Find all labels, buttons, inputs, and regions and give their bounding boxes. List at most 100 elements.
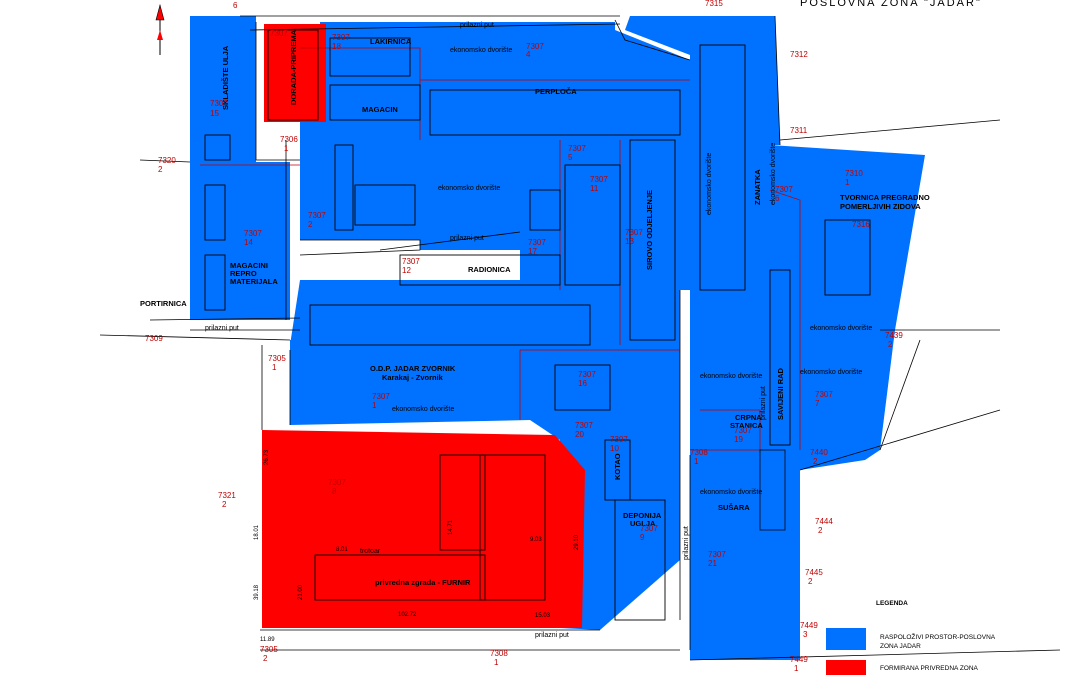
parcel-label: 11	[590, 184, 599, 193]
label-susara: SUŠARA	[718, 503, 750, 512]
parcel-label: 7307	[372, 392, 390, 401]
parcel-label: 7307	[402, 257, 420, 266]
label-deponija-2: UGLJA	[630, 519, 656, 528]
parcel-label: 7307	[575, 421, 593, 430]
parcel-label: 7316	[852, 220, 870, 229]
parcel-label: 15	[210, 109, 219, 118]
dimension-label: 39.18	[254, 584, 260, 600]
parcel-label: 7315	[705, 0, 723, 8]
legend: LEGENDA RASPOLOŽIVI PROSTOR-POSLOVNA ZON…	[826, 600, 996, 675]
parcel-label: 2	[222, 500, 227, 509]
label-magacin: MAGACIN	[362, 105, 398, 114]
legend-heading: LEGENDA	[876, 600, 908, 607]
parcel-label: 7444	[815, 517, 833, 526]
label-prilazni-put-right: prilazni put	[683, 526, 690, 560]
parcel-label: 2	[813, 457, 818, 466]
label-eko-6: ekonomsko dvorište	[700, 373, 762, 380]
parcel-label: 8	[332, 487, 337, 496]
parcel-label: 7307	[328, 478, 346, 487]
label-sirovo: SIROVO ODJELJENJE	[645, 190, 654, 270]
red-zone-areas	[262, 24, 585, 628]
parcel-label: 7306	[280, 135, 298, 144]
parcel-label: 7310	[845, 169, 863, 178]
parcel-label: 19	[734, 435, 743, 444]
dimension-label: 18.01	[254, 524, 260, 540]
parcel-label: 17	[528, 247, 537, 256]
parcel-label: 2	[808, 577, 813, 586]
parcel-label: 7	[815, 399, 820, 408]
parcel-label: 7307	[528, 238, 546, 247]
dimension-label: 29.10	[574, 534, 580, 550]
parcel-label: 1	[272, 363, 277, 372]
parcel-label: 18	[332, 42, 341, 51]
parcel-label: 5	[568, 153, 573, 162]
parcel-label: 1	[284, 144, 289, 153]
label-kotao: KOTAO	[613, 453, 622, 480]
label-savijeni-rad: SAVIJENI RAD	[776, 367, 785, 420]
parcel-label: 10	[610, 444, 619, 453]
label-skladiste-ulja: SKLADIŠTE ULJA	[221, 45, 230, 110]
north-arrow-icon	[155, 3, 165, 55]
parcel-label: 7307	[210, 99, 228, 108]
parcel-label: 1	[794, 664, 799, 673]
parcel-label: 7449	[790, 655, 808, 664]
label-eko-3: ekonomsko dvorište	[392, 406, 454, 413]
parcel-label: 7307	[308, 211, 326, 220]
label-eko-4: ekonomsko dvorište	[810, 325, 872, 332]
dimension-label: 26.73	[264, 449, 270, 465]
legend-blue-label-2: ZONA JADAR	[880, 643, 921, 650]
label-tvornica-1: TVORNICA PREGRADNO	[840, 193, 930, 202]
label-eko-1: ekonomsko dvorište	[450, 47, 512, 54]
parcel-label: 7307	[332, 33, 350, 42]
label-deponija-1: DEPONIJA	[623, 511, 662, 520]
parcel-label: 7307	[270, 29, 288, 38]
parcel-label: 9	[640, 533, 645, 542]
parcel-label: 7307	[568, 144, 586, 153]
label-eko-2: ekonomsko dvorište	[438, 185, 500, 192]
parcel-label: 7309	[145, 334, 163, 343]
building-labels: SKLADIŠTE ULJA LAKIRNICA PERPLOČA MAGACI…	[140, 29, 930, 587]
label-eko-9: ekonomsko dvorište	[770, 143, 777, 205]
parcel-label: 2	[263, 654, 268, 663]
parcel-label: 7307	[775, 185, 793, 194]
parcel-label: 7439	[885, 331, 903, 340]
parcel-label: 1	[694, 457, 699, 466]
road-labels: prilazni put prilazni put prilazni put p…	[205, 22, 872, 639]
parcel-label: 7321	[218, 491, 236, 500]
label-odp-1: O.D.P. JADAR ZVORNIK	[370, 364, 456, 373]
parcel-label: 7307	[734, 426, 752, 435]
label-zanatka: ZANATKA	[753, 169, 762, 205]
parcel-label: 7305	[268, 354, 286, 363]
dimension-label: 14.71	[448, 519, 454, 535]
label-prilazni-put-bottom: prilazni put	[535, 632, 569, 639]
map-title: POSLOVNA ZONA "JADAR"	[800, 0, 982, 9]
road-network	[99, 15, 1061, 661]
parcel-label: 7312	[790, 50, 808, 59]
parcel-label: 6	[233, 1, 238, 10]
legend-swatch-red	[826, 660, 866, 675]
buildings-outlines	[204, 29, 871, 621]
label-eko-5: ekonomsko dvorište	[800, 369, 862, 376]
parcel-label: 7307	[640, 524, 658, 533]
label-crpna-2: STANICA	[730, 421, 763, 430]
dimension-label: 102.72	[398, 612, 417, 618]
parcel-label: 12	[402, 266, 411, 275]
parcel-label: 7307	[526, 42, 544, 51]
label-magacini-repro-1: MAGACINI	[230, 261, 268, 270]
label-lakirnica: LAKIRNICA	[370, 37, 412, 46]
parcel-label: 14	[244, 238, 253, 247]
parcel-label: 7445	[805, 568, 823, 577]
label-prilazni-put-mid: prilazni put	[450, 235, 484, 242]
parcel-label: 7308	[690, 448, 708, 457]
parcel-label: 7305	[260, 645, 278, 654]
parcel-label: 7308	[490, 649, 508, 658]
parcel-label: 7307	[610, 435, 628, 444]
dimension-labels: 26.73 18.01 39.18 11.89 102.72 8.01 15.0…	[254, 449, 580, 643]
label-odp-2: Karakaj - Zvornik	[382, 373, 444, 382]
parcel-label: 7307	[578, 370, 596, 379]
dimension-label: 8.01	[336, 547, 348, 553]
label-tvornica-2: POMERLJIVIH ZIDOVA	[840, 202, 921, 211]
label-perploca: PERPLOČA	[535, 87, 577, 96]
legend-swatch-blue	[826, 628, 866, 650]
